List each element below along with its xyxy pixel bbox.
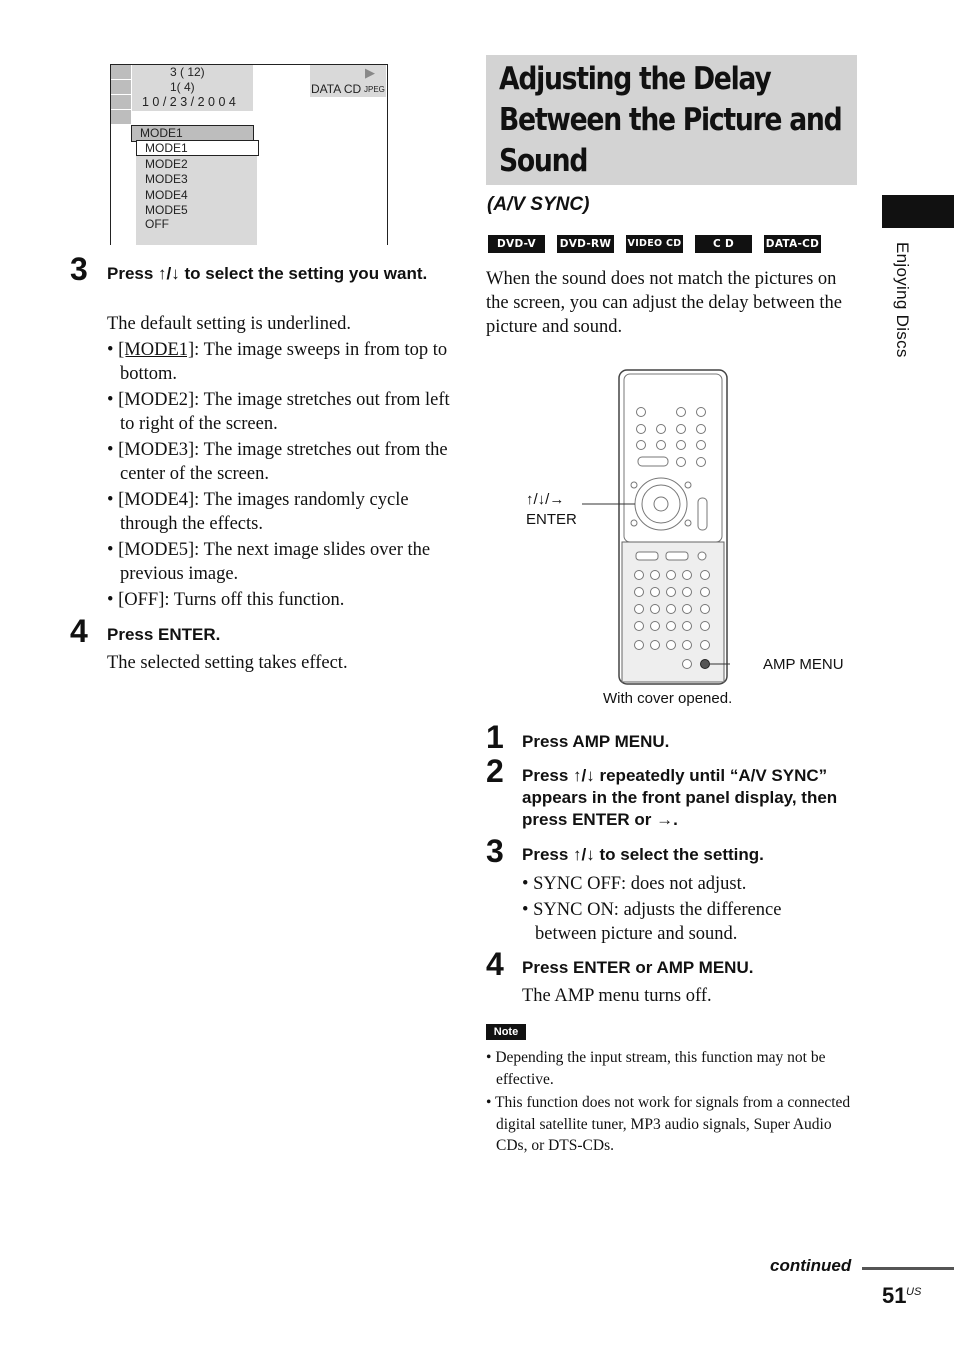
page-title: Adjusting the Delay Between the Picture … — [499, 61, 843, 179]
list-item: • [MODE3]: The image stretches out from … — [107, 440, 448, 484]
step-intro: The default setting is underlined. — [107, 314, 352, 334]
chapter-tab-marker — [882, 195, 954, 228]
note-label: Note — [486, 1024, 526, 1040]
step-title: Press AMP MENU. — [522, 732, 670, 751]
disc-badge-cd: C D — [695, 235, 752, 253]
remote-label-arrows: ↑/↓/→ — [526, 491, 565, 508]
note-item: • Depending the input stream, this funct… — [486, 1049, 826, 1088]
remote-label-enter: ENTER — [526, 511, 577, 528]
step-title: Press ENTER or AMP MENU. — [522, 958, 754, 977]
remote-control-illustration — [582, 369, 730, 685]
section-title-box: Adjusting the Delay Between the Picture … — [486, 55, 857, 185]
list-item: • [MODE4]: The images randomly cycle thr… — [107, 490, 409, 534]
step-title: Press ENTER. — [107, 625, 221, 644]
list-item: • SYNC ON: adjusts the difference betwee… — [522, 900, 782, 944]
osd-current-mode-label: MODE1 — [140, 126, 183, 140]
osd-disc-type: DATA CD — [311, 82, 362, 96]
step-number: 4 — [486, 946, 504, 982]
osd-cell — [111, 65, 131, 80]
remote-caption: With cover opened. — [603, 690, 733, 707]
list-item: • [OFF]: Turns off this function. — [107, 590, 345, 610]
section-subtitle: (A/V SYNC) — [487, 194, 590, 215]
disc-badge-dvdv: DVD-V — [488, 235, 545, 253]
intro-paragraph: When the sound does not match the pictur… — [486, 269, 842, 337]
osd-date: 1 0 / 2 3 / 2 0 0 4 — [142, 95, 236, 109]
remote-label-amp-menu: AMP MENU — [763, 656, 844, 673]
osd-cell — [111, 80, 131, 95]
osd-cell — [111, 110, 131, 125]
osd-info-panel: 3 ( 12) 1( 4) 1 0 / 2 3 / 2 0 0 4 — [132, 65, 253, 111]
list-item: • SYNC OFF: does not adjust. — [522, 874, 747, 894]
step-number: 2 — [486, 753, 504, 789]
disc-badge-datacd: DATA-CD — [764, 235, 821, 253]
step-title: Press ↑/↓ to select the setting you want… — [107, 264, 428, 283]
list-item: • [MODE5]: The next image slides over th… — [107, 540, 431, 584]
step-body: The AMP menu turns off. — [522, 986, 712, 1006]
osd-option: MODE1 — [145, 141, 188, 155]
chapter-label: Enjoying Discs — [893, 242, 912, 358]
disc-badge-videocd: VIDEO CD — [626, 235, 683, 253]
continued-label: continued — [770, 1256, 852, 1275]
osd-option: MODE3 — [145, 172, 188, 186]
list-item: • [MODE1]: The image sweeps in from top … — [107, 340, 448, 384]
step-title: Press ↑/↓ to select the setting. — [522, 845, 764, 864]
osd-selection-highlight — [136, 140, 259, 156]
osd-option: MODE2 — [145, 157, 188, 171]
disc-badge-dvdrw: DVD-RW — [557, 235, 614, 253]
step-number: 1 — [486, 719, 504, 755]
osd-track-count: 3 ( 12) — [170, 65, 205, 79]
continued-rule — [862, 1267, 954, 1270]
osd-disc-format: JPEG — [364, 85, 385, 94]
play-icon: ▶ — [365, 65, 375, 80]
step-number: 4 — [70, 613, 88, 649]
step-title: Press ↑/↓ repeatedly until “A/V SYNC” ap… — [522, 766, 838, 829]
osd-cell — [111, 95, 131, 110]
osd-screen-illustration: 3 ( 12) 1( 4) 1 0 / 2 3 / 2 0 0 4 ▶ DATA… — [110, 64, 388, 245]
osd-disc-type-panel: ▶ DATA CD JPEG — [310, 65, 386, 97]
step-body: The selected setting takes effect. — [107, 653, 348, 673]
osd-file-count: 1( 4) — [170, 80, 195, 94]
step-number: 3 — [70, 251, 88, 287]
note-item: • This function does not work for signal… — [486, 1094, 851, 1154]
step-number: 3 — [486, 833, 504, 869]
osd-option: OFF — [145, 217, 169, 231]
osd-option: MODE4 — [145, 188, 188, 202]
page-number: 51 — [882, 1283, 907, 1308]
list-item: • [MODE2]: The image stretches out from … — [107, 390, 450, 434]
osd-option: MODE5 — [145, 203, 188, 217]
page-number-suffix: US — [906, 1286, 922, 1298]
osd-mode-menu — [136, 141, 257, 245]
